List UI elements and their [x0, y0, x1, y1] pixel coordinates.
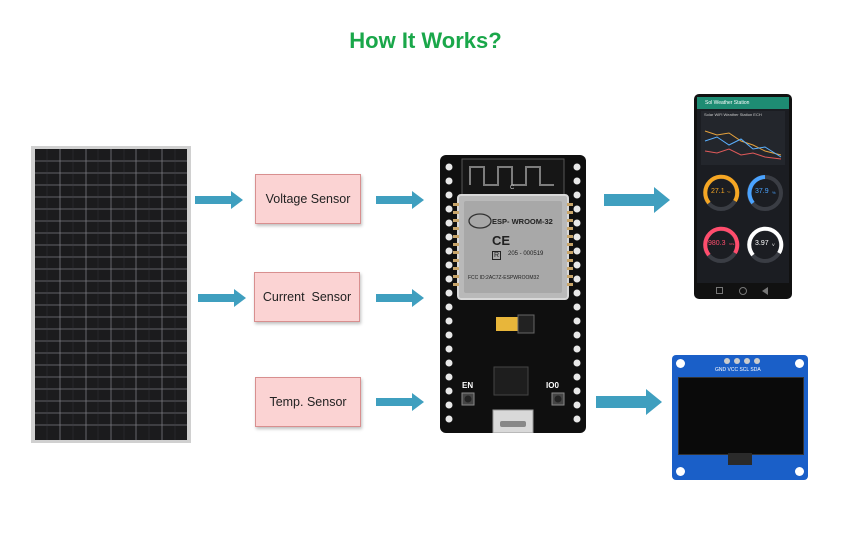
arrow-panel-to-current — [198, 289, 246, 307]
oled-ribbon — [728, 453, 752, 465]
gauge-humidity-value: 37.9 — [755, 188, 769, 195]
esp-module-fcc: FCC ID:2AC7Z-ESPWROOM32 — [468, 275, 540, 281]
gauge-temperature-unit: °C — [727, 190, 731, 194]
esp-module-cert: 205 - 000519 — [508, 251, 544, 257]
nav-back-icon — [762, 287, 768, 295]
gauge-pressure-unit: hPa — [729, 242, 735, 246]
gauge-humidity-ring — [747, 175, 783, 211]
oled-hole-br — [795, 467, 804, 476]
gauge-voltage-value: 3.97 — [755, 240, 769, 247]
arrow-board-to-phone — [604, 187, 670, 213]
voltage-sensor-label: Voltage Sensor — [265, 192, 351, 206]
gauge-humidity-unit: % — [772, 190, 776, 195]
solar-panel-cells — [31, 146, 191, 443]
arrow-board-to-oled — [596, 389, 662, 415]
esp32-board: C ESP- WROOM-32 CE R 205 - 000519 FCC ID… — [440, 155, 586, 433]
oled-hole-bl — [676, 467, 685, 476]
oled-hole-tl — [676, 359, 685, 368]
solar-panel — [31, 146, 191, 443]
gauge-temperature-ring — [703, 174, 740, 211]
nav-circle-icon — [739, 287, 747, 295]
oled-screen — [678, 377, 804, 455]
phone-nav-bar — [694, 284, 792, 299]
esp32-board-art — [445, 158, 581, 433]
app-title: Sol Weather Station — [705, 100, 750, 106]
weather-chart-lines — [704, 130, 782, 160]
arrow-panel-to-voltage — [195, 191, 243, 209]
nav-square-icon — [716, 287, 723, 294]
en-button-label: EN — [462, 381, 474, 390]
oled-pin-labels: GND VCC SCL SDA — [715, 367, 761, 373]
gauge-voltage-unit: V — [772, 242, 775, 247]
oled-header-pins — [722, 358, 762, 364]
gauge-pressure: 980.3 hPa — [701, 225, 741, 265]
current-sensor-box: Current Sensor — [254, 272, 360, 322]
app-header: Sol Weather Station — [697, 97, 789, 109]
phone-screen: Sol Weather Station Solar WiFi Weather S… — [697, 97, 789, 283]
current-sensor-label: Current Sensor — [262, 290, 352, 304]
arrow-temp-to-board — [376, 393, 424, 411]
gauge-humidity: 37.9 % — [745, 173, 785, 213]
diagram-title: How It Works? — [349, 28, 502, 53]
arrow-voltage-to-board — [376, 191, 424, 209]
voltage-sensor-box: Voltage Sensor — [255, 174, 361, 224]
esp-module-title: ESP- WROOM-32 — [492, 217, 553, 226]
chart-title: Solar WiFi Weather Station ECH — [704, 112, 762, 117]
phone-dashboard: Sol Weather Station Solar WiFi Weather S… — [694, 94, 792, 299]
gauge-voltage: 3.97 V — [745, 225, 785, 265]
esp-mark-ce: CE — [492, 233, 511, 248]
weather-chart: Solar WiFi Weather Station ECH — [701, 111, 785, 165]
gauge-voltage-ring — [747, 226, 784, 263]
oled-hole-tr — [795, 359, 804, 368]
gauge-temperature: 27.1 °C — [701, 173, 741, 213]
esp-mark-r: R — [492, 251, 502, 260]
gauge-temperature-value: 27.1 — [711, 188, 725, 195]
gauge-pressure-value: 980.3 — [708, 240, 726, 247]
arrow-current-to-board — [376, 289, 424, 307]
temp-sensor-box: Temp. Sensor — [255, 377, 361, 427]
esp-mark-c: C — [510, 185, 515, 191]
gauge-pressure-ring — [703, 226, 740, 263]
io0-button-label: IO0 — [546, 381, 559, 390]
temp-sensor-label: Temp. Sensor — [269, 395, 347, 409]
oled-display: GND VCC SCL SDA — [672, 355, 808, 480]
